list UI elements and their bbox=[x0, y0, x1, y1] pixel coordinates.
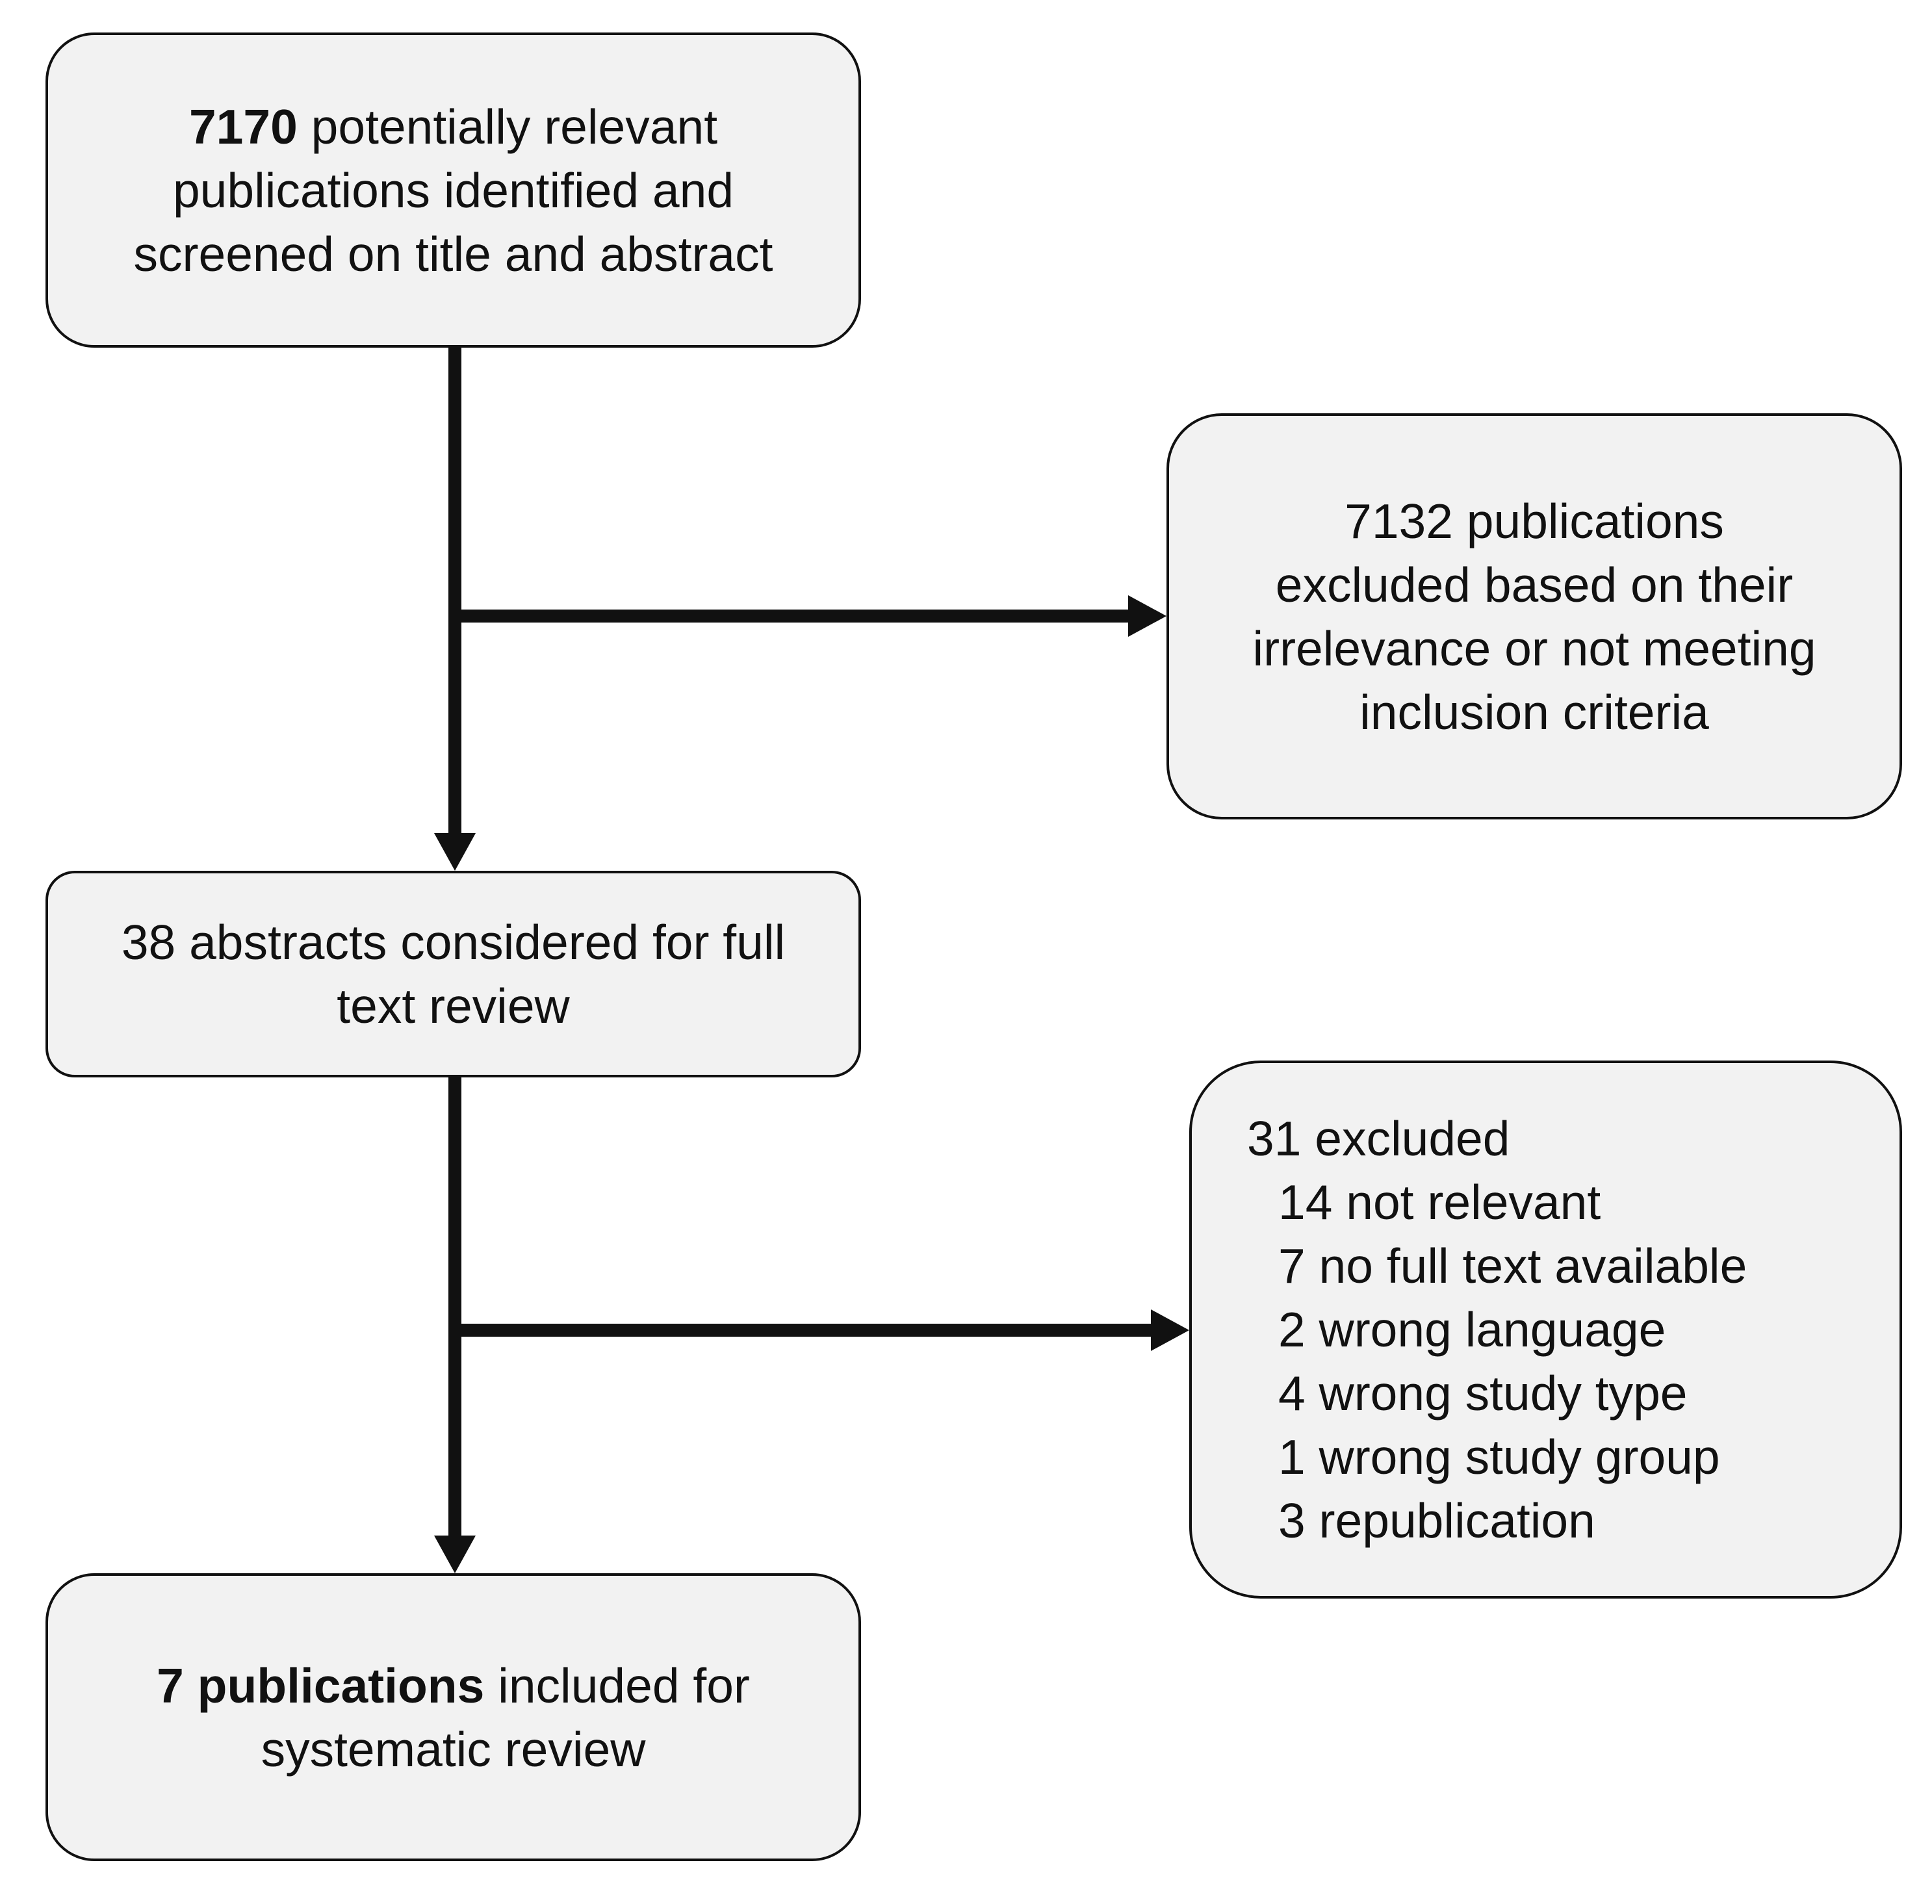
included-line-2: systematic review bbox=[261, 1721, 646, 1777]
screened-line-1: 7170 potentially relevant bbox=[189, 95, 717, 159]
excluded-first-line-4: inclusion criteria bbox=[1359, 684, 1709, 740]
fulltext-line-1: 38 abstracts considered for full bbox=[121, 915, 786, 970]
excluded-irrelevant-box: 7132 publications excluded based on thei… bbox=[1166, 413, 1902, 819]
excluded-reasons-box: 31 excluded 14 not relevant 7 no full te… bbox=[1189, 1061, 1902, 1599]
excluded-second-header: 31 excluded bbox=[1247, 1111, 1510, 1166]
included-line-1: 7 publications included for bbox=[157, 1654, 750, 1717]
included-line-1-rest: included for bbox=[484, 1658, 750, 1713]
screened-count: 7170 bbox=[188, 99, 298, 154]
arrowhead-down-fulltext bbox=[434, 833, 476, 871]
exclusion-reason: 7 no full text available bbox=[1278, 1239, 1747, 1293]
included-publications-box: 7 publications included for systematic r… bbox=[45, 1573, 861, 1861]
screened-line-3: screened on title and abstract bbox=[133, 226, 773, 281]
screened-line-1-rest: potentially relevant bbox=[297, 99, 718, 154]
fulltext-line-2: text review bbox=[337, 979, 570, 1033]
screened-line-2: publications identified and bbox=[172, 162, 734, 218]
arrowhead-right-excluded-second bbox=[1151, 1309, 1189, 1351]
exclusion-reason: 3 republication bbox=[1278, 1493, 1595, 1548]
excluded-first-line-1: 7132 publications bbox=[1345, 493, 1724, 548]
arrowhead-right-excluded-first bbox=[1128, 595, 1166, 637]
excluded-first-line-2: excluded based on their bbox=[1275, 557, 1794, 612]
arrowhead-down-included bbox=[434, 1536, 476, 1573]
exclusion-reason: 4 wrong study type bbox=[1278, 1366, 1688, 1421]
screened-publications-box: 7170 potentially relevant publications i… bbox=[45, 32, 861, 348]
included-count: 7 publications bbox=[157, 1658, 485, 1713]
fulltext-review-box: 38 abstracts considered for full text re… bbox=[45, 871, 861, 1077]
exclusion-reason: 14 not relevant bbox=[1278, 1175, 1601, 1229]
excluded-first-line-3: irrelevance or not meeting bbox=[1252, 621, 1816, 676]
exclusion-reason: 1 wrong study group bbox=[1278, 1430, 1720, 1484]
exclusion-reason: 2 wrong language bbox=[1278, 1302, 1666, 1357]
